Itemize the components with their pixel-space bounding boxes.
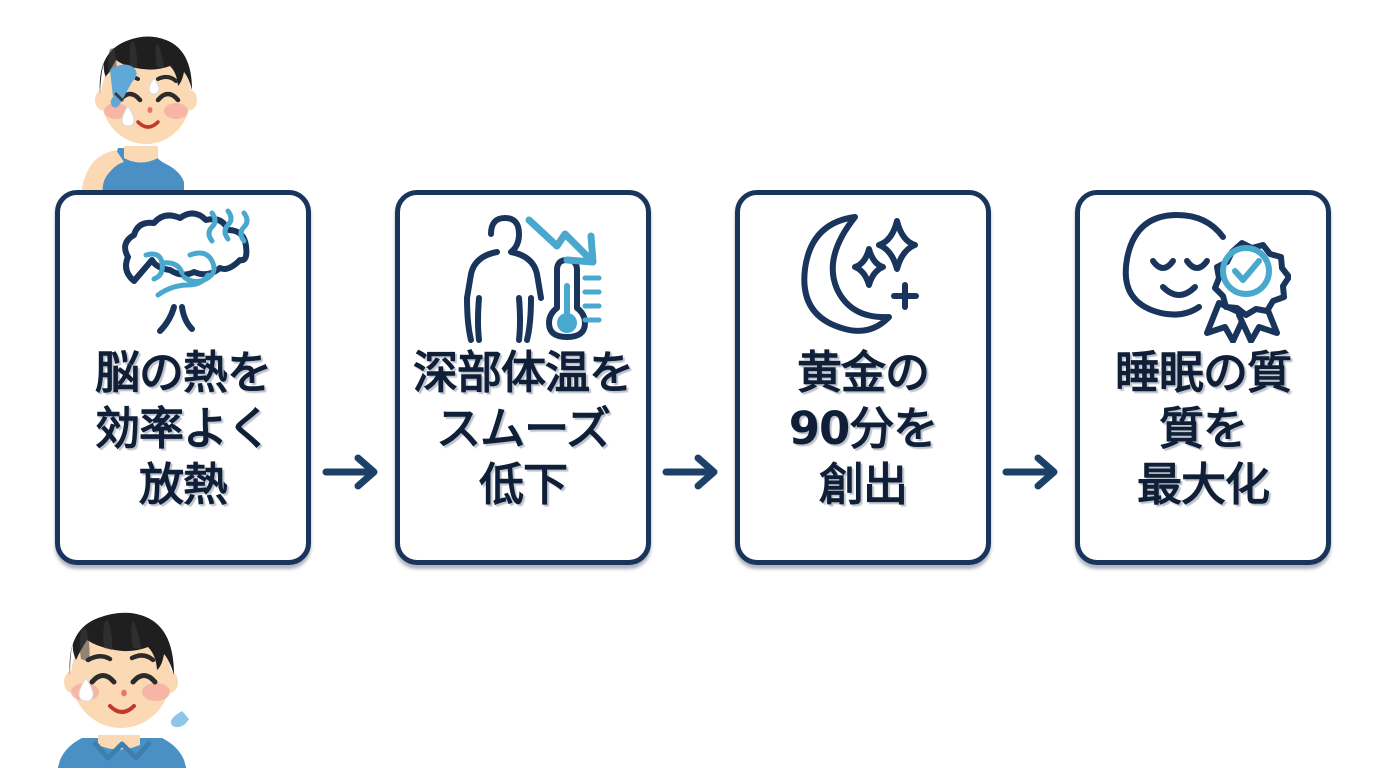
sweating-boy-bottom-illustration: [57, 612, 189, 768]
character-sweating-boy-wiping-forehead: [66, 18, 226, 198]
sweating-boy-top-illustration: [81, 36, 197, 198]
card-text-line: 深部体温を: [412, 346, 634, 399]
card-text-line: 黄金の: [796, 346, 930, 399]
flow-card-step-3-label: 黄金の 90分を 創出: [740, 345, 986, 560]
card-text-line: 創出: [818, 458, 908, 511]
card-text-line: 睡眠の質: [1114, 346, 1292, 399]
card-text-line: 90分を: [788, 402, 939, 455]
arrow-right-icon: [662, 454, 718, 489]
flow-card-step-3[interactable]: 黄金の 90分を 創出: [735, 190, 991, 565]
process-flow-row: 脳の熱を 効率よく 放熱: [0, 190, 1376, 565]
body-temperature-down-icon: [400, 195, 646, 345]
flow-card-step-2-label: 深部体温を スムーズ 低下: [400, 345, 646, 560]
flow-card-step-1-label: 脳の熱を 効率よく 放熱: [60, 345, 306, 560]
flow-arrow-2: [651, 190, 735, 565]
flow-arrow-1: [311, 190, 395, 565]
card-text-line: 効率よく: [94, 402, 272, 455]
card-text-line: 低下: [478, 458, 568, 511]
arrow-right-icon: [322, 454, 378, 489]
left-spacer: [0, 190, 55, 565]
flow-card-step-4[interactable]: 睡眠の質 質を 最大化: [1075, 190, 1331, 565]
card-text-line: 脳の熱を: [94, 346, 272, 399]
sleeping-face-badge-icon: [1080, 195, 1326, 345]
arrow-right-icon: [1002, 454, 1058, 489]
card-text-line: 放熱: [138, 458, 228, 511]
flow-arrow-3: [991, 190, 1075, 565]
card-text-line: 最大化: [1136, 458, 1270, 511]
card-text-line: 質を: [1158, 402, 1248, 455]
brain-heat-icon: [60, 195, 306, 345]
character-sweating-boy-smiling: [36, 592, 206, 768]
flow-card-step-2[interactable]: 深部体温を スムーズ 低下: [395, 190, 651, 565]
card-text-line: スムーズ: [436, 402, 611, 455]
crescent-moon-sparkle-icon: [740, 195, 986, 345]
flow-card-step-1[interactable]: 脳の熱を 効率よく 放熱: [55, 190, 311, 565]
flow-card-step-4-label: 睡眠の質 質を 最大化: [1080, 345, 1326, 560]
